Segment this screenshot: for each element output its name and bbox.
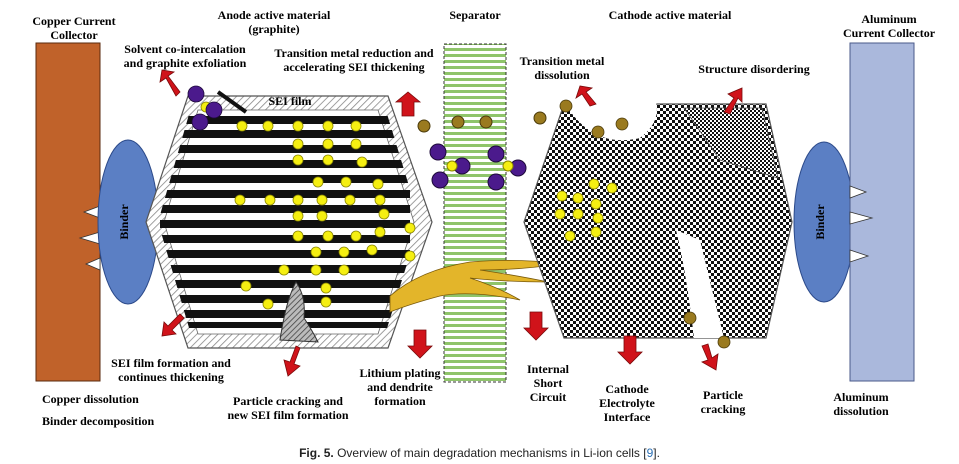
copper-collector-line2: Collector (50, 28, 98, 42)
graphite-layers (160, 116, 410, 328)
lithium-plating-line1: Lithium plating (359, 366, 441, 380)
copper-pit (84, 257, 101, 271)
copper-collector-label: Copper Current Collector (24, 14, 124, 42)
cathode-interface-line1: Cathode (605, 382, 649, 396)
caption-text: Overview of main degradation mechanisms … (333, 446, 647, 460)
arrow-particle-cracking-anode (283, 345, 301, 377)
tm-dissolution-label: Transition metal dissolution (510, 54, 614, 82)
cathode-lithium-ions (554, 178, 618, 242)
cathode-tm-particles (559, 99, 731, 349)
lithium-plating-label: Lithium plating and dendrite formation (352, 366, 448, 408)
binder-decomposition-label: Binder decomposition (42, 414, 155, 428)
aluminum-collector-line1: Aluminum (861, 12, 917, 26)
anode-material-label: Anode active material (graphite) (206, 8, 342, 36)
aluminum-collector-line2: Current Collector (842, 26, 936, 40)
particle-cracking-cathode-line1: Particle (703, 388, 743, 402)
binder-left-label: Binder (117, 204, 131, 240)
internal-short-line3: Circuit (529, 390, 567, 404)
solvent-line1: Solvent co-intercalation (124, 42, 246, 56)
caption-reference-link[interactable]: 9 (646, 446, 654, 460)
binder-right-label: Binder (813, 204, 827, 240)
cathode-dissolution-cavity (562, 96, 657, 141)
arrow-solvent (159, 69, 181, 97)
arrow-sei-formation (161, 313, 185, 337)
arrow-internal-short (523, 311, 549, 341)
arrow-particle-cracking-cathode (701, 343, 719, 371)
anode-tm-ions (187, 85, 223, 131)
anode-particle-crack (279, 281, 319, 343)
tm-reduction-label: Transition metal reduction and accelerat… (268, 46, 440, 74)
aluminum-pit (849, 185, 868, 199)
separator-label: Separator (449, 8, 501, 22)
figure-caption: Fig. 5. Overview of main degradation mec… (0, 446, 959, 460)
particle-cracking-anode-line1: Particle cracking and (233, 394, 343, 408)
arrow-cathode-interface (617, 335, 643, 365)
cathode-interface-line3: Interface (603, 410, 651, 424)
cathode-crack (676, 230, 724, 338)
cathode-material-label: Cathode active material (608, 8, 732, 22)
tm-dissolution-line1: Transition metal (519, 54, 605, 68)
aluminum-dissolution-label: Aluminum dissolution (816, 390, 906, 418)
arrow-structure-disorder (723, 87, 743, 115)
particle-cracking-cathode-label: Particle cracking (688, 388, 758, 416)
anode-material-line2: (graphite) (248, 22, 300, 36)
figure-number: Fig. 5. (299, 446, 334, 460)
cathode-interface-line2: Electrolyte (599, 396, 655, 410)
anode-material-line1: Anode active material (217, 8, 331, 22)
arrow-tm-dissolution (575, 85, 597, 107)
sei-film-label: SEI film (268, 94, 311, 108)
separator (443, 43, 507, 383)
solvent-label: Solvent co-intercalation and graphite ex… (110, 42, 260, 70)
arrow-lithium-plating (407, 329, 433, 359)
particle-cracking-anode-line2: new SEI film formation (227, 408, 349, 422)
sei-formation-label: SEI film formation and continues thicken… (98, 356, 244, 384)
sei-pointer (216, 90, 248, 114)
tm-reduction-line2: accelerating SEI thickening (283, 60, 425, 74)
aluminum-pit (849, 211, 874, 225)
cathode-disordered-region (683, 107, 779, 179)
copper-collector-line1: Copper Current (32, 14, 116, 28)
internal-short-label: Internal Short Circuit (518, 362, 578, 404)
copper-dissolution-label: Copper dissolution (42, 392, 139, 406)
cathode-interface-label: Cathode Electrolyte Interface (590, 382, 664, 424)
internal-short-line2: Short (533, 376, 563, 390)
caption-end: ]. (653, 446, 660, 460)
diagram-canvas: Binder SEI film (35, 42, 915, 383)
sei-formation-line2: continues thickening (118, 370, 224, 384)
lithium-plating-line2: and dendrite (367, 380, 433, 394)
tm-dissolution-line2: dissolution (534, 68, 590, 82)
separator-tm-ions (417, 111, 547, 191)
particle-cracking-anode-label: Particle cracking and new SEI film forma… (218, 394, 358, 422)
aluminum-collector-label: Aluminum Current Collector (830, 12, 948, 40)
cathode-particle (523, 103, 793, 339)
arrow-tm-reduction (394, 91, 422, 117)
aluminum-current-collector (849, 42, 915, 382)
aluminum-dissolution-line1: Aluminum (833, 390, 889, 404)
particle-cracking-cathode-line2: cracking (700, 402, 746, 416)
lithium-plating-line3: formation (374, 394, 426, 408)
structure-disorder-label: Structure disordering (698, 62, 810, 76)
sei-formation-line1: SEI film formation and (111, 356, 231, 370)
tm-reduction-line1: Transition metal reduction and (274, 46, 434, 60)
aluminum-dissolution-line2: dissolution (833, 404, 889, 418)
internal-short-line1: Internal (527, 362, 569, 376)
aluminum-pit (849, 249, 870, 263)
solvent-line2: and graphite exfoliation (123, 56, 247, 70)
